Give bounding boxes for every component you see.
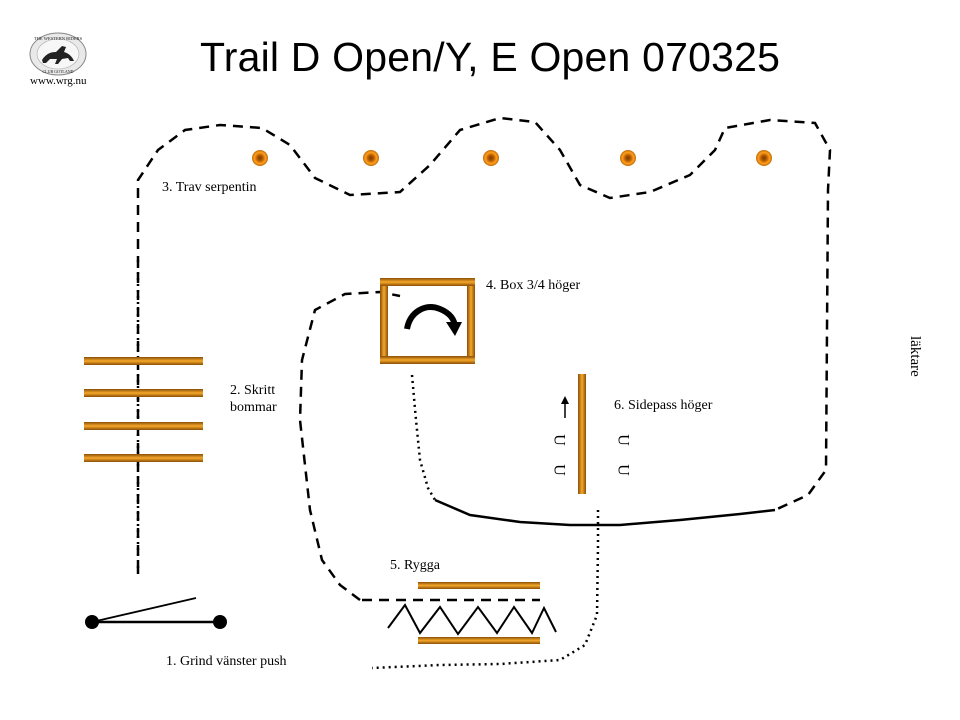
hoof-print-icon: U: [614, 434, 631, 446]
serpentine-route: [136, 116, 832, 572]
backup-pole-bottom: [418, 637, 540, 644]
page-title: Trail D Open/Y, E Open 070325: [200, 34, 781, 80]
poles-label-line: bommar: [230, 400, 277, 415]
solid-route: [434, 498, 776, 527]
cone: [483, 150, 499, 166]
walk-poles: [84, 357, 203, 462]
dotted-route: [136, 260, 600, 670]
hoof-print-icon: U: [550, 434, 567, 446]
dashed-route: [136, 116, 832, 602]
cone: [756, 150, 772, 166]
gate-label: 1. Grind vänster push: [166, 654, 287, 669]
website-label: www.wrg.nu: [30, 75, 87, 87]
hoof-print-icon: U: [614, 464, 631, 476]
poles-label-line: 2. Skritt: [230, 383, 276, 398]
poles-label: 2. Skritt bommar: [230, 382, 277, 416]
backup-obstacle: [387, 582, 557, 644]
box-pole-top: [380, 278, 475, 286]
direction-arrow-head-icon: [561, 396, 569, 404]
stands-label: läktare: [907, 336, 923, 377]
box-pole-left: [380, 278, 388, 364]
gate-post: [85, 615, 99, 629]
backup-pole-top: [418, 582, 540, 589]
sidepass-pole: [578, 374, 586, 494]
gate-post: [213, 615, 227, 629]
zigzag-path: [387, 603, 557, 636]
backup-dotted: [371, 510, 600, 670]
box-obstacle: [380, 278, 475, 364]
cone: [620, 150, 636, 166]
gate-obstacle: [85, 597, 227, 629]
cone: [363, 150, 379, 166]
serpentine-cones: [252, 150, 772, 166]
logo-bottom-text: CLUB GOTLAND: [43, 69, 74, 74]
hoof-prints: U U U U: [550, 434, 631, 476]
club-logo: THE WESTERN RIDERS CLUB GOTLAND: [29, 32, 87, 76]
gate-open-line: [91, 597, 197, 623]
serpentine-label: 3. Trav serpentin: [162, 180, 257, 195]
pole: [84, 454, 203, 462]
horse-rider-icon: [42, 46, 74, 64]
turn-arrow-head-icon: [446, 322, 462, 336]
box-exit-dotted: [410, 374, 437, 501]
logo-ring-text: THE WESTERN RIDERS: [34, 36, 83, 41]
box-label: 4. Box 3/4 höger: [486, 278, 581, 293]
pole: [84, 357, 203, 365]
box-pole-bottom: [380, 356, 475, 364]
pole: [84, 389, 203, 397]
box-pole-right: [467, 278, 475, 364]
sidepass-obstacle: [561, 374, 586, 494]
cone: [252, 150, 268, 166]
backup-label: 5. Rygga: [390, 558, 440, 573]
sidepass-label: 6. Sidepass höger: [614, 398, 713, 413]
hoof-print-icon: U: [550, 464, 567, 476]
box-approach-route: [298, 290, 401, 601]
pole: [84, 422, 203, 430]
turn-arrow-icon: [404, 304, 458, 330]
